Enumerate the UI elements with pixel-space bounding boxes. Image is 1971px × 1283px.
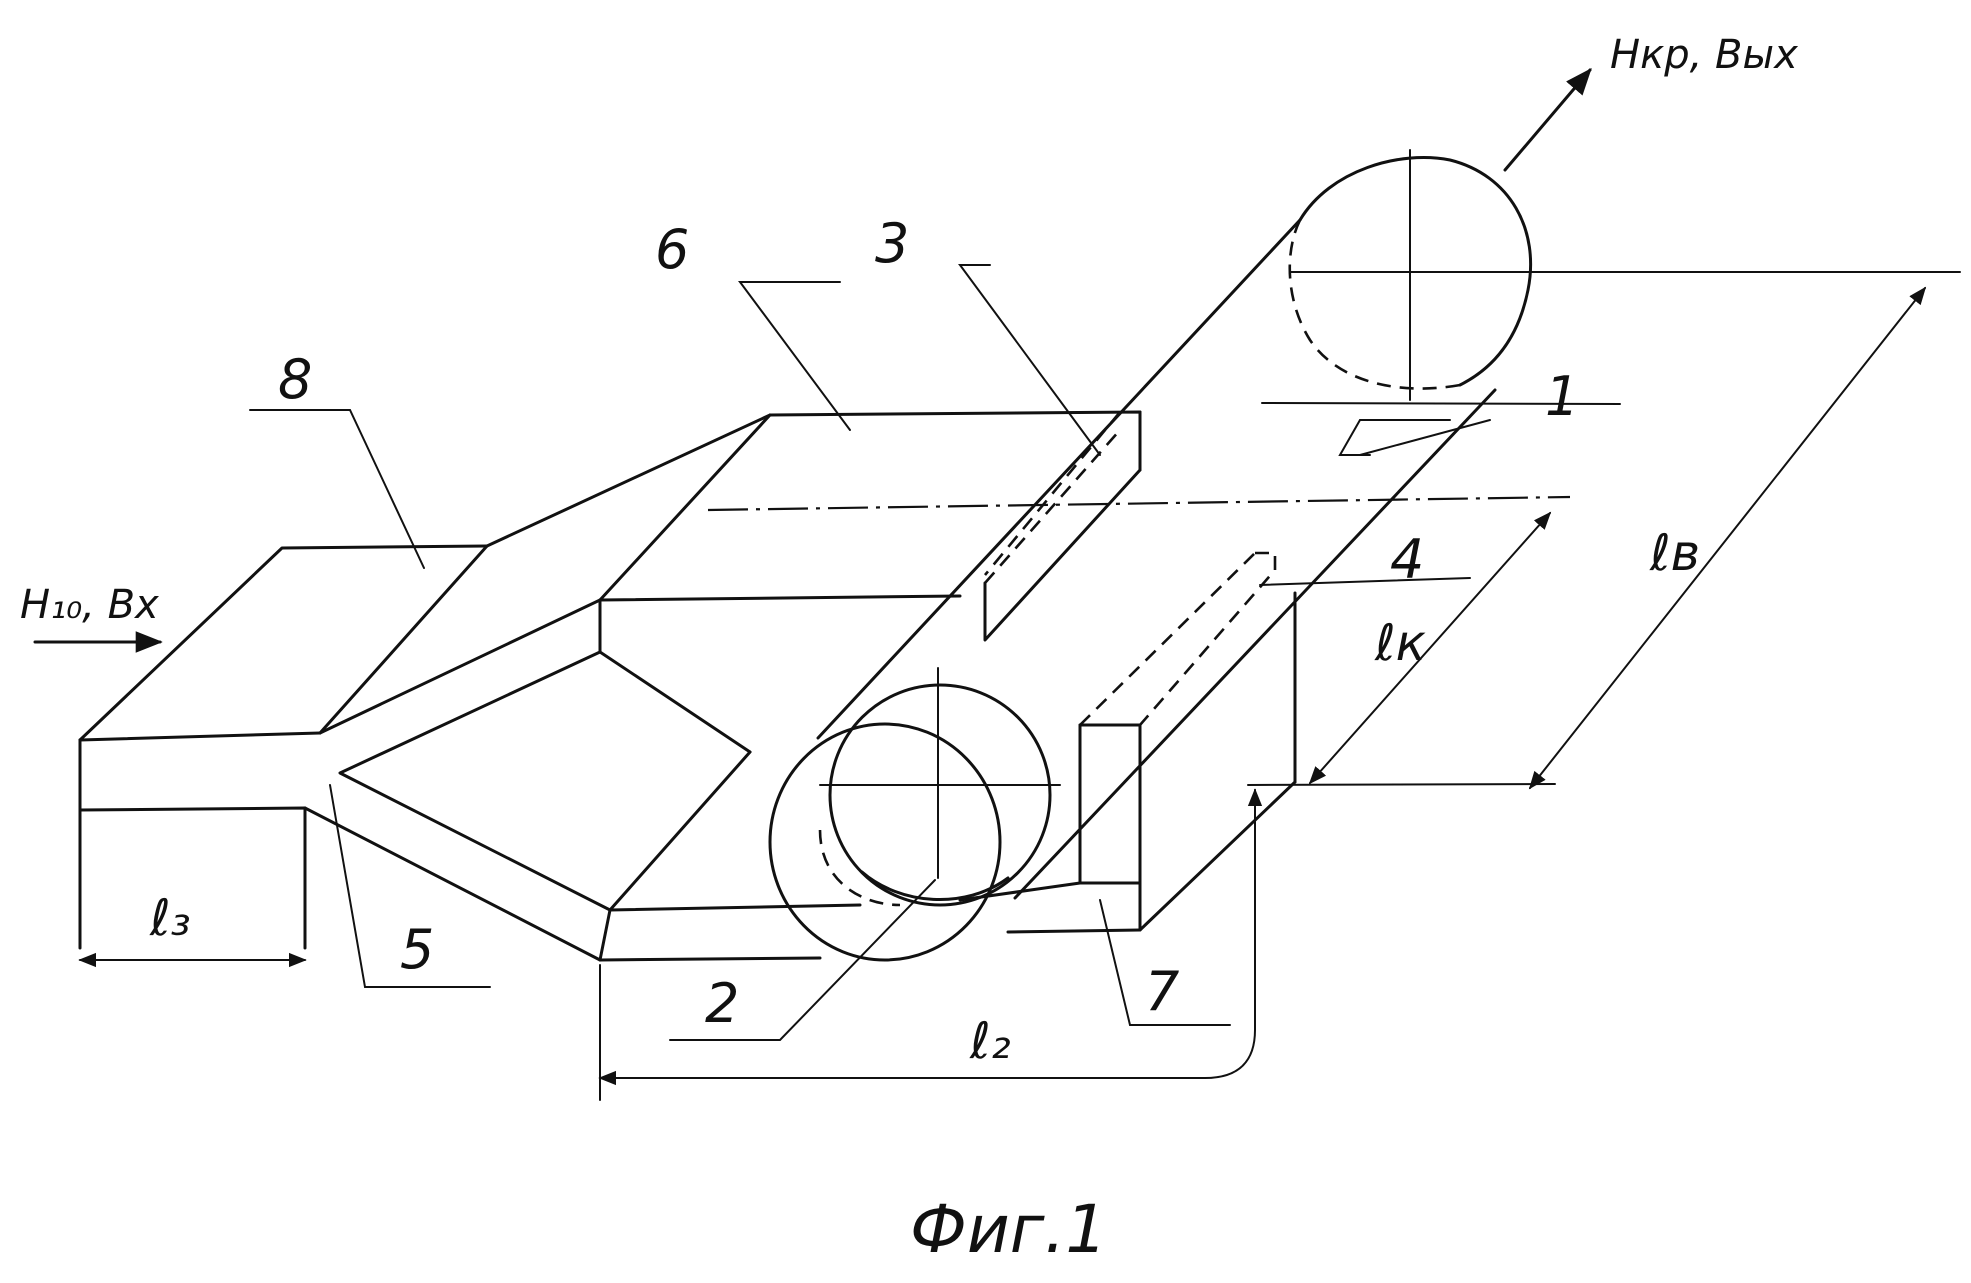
dimension-lB: [1520, 272, 1960, 788]
dimension-lB-label: ℓв: [1649, 524, 1700, 582]
input-port-label: H₁₀, Bx: [20, 582, 159, 628]
output-port-label: Hкр, Вых: [1610, 32, 1798, 78]
dimension-l3-label: ℓ₃: [149, 889, 191, 947]
ridge-block-3: [985, 412, 1140, 640]
tapered-transition-body: [305, 412, 1140, 960]
callout-6: 6: [655, 218, 689, 281]
figure-caption: Фиг.1: [910, 1191, 1107, 1268]
callout-7: 7: [1145, 960, 1179, 1023]
callout-1: 1: [1545, 365, 1579, 428]
callout-2: 2: [705, 972, 739, 1035]
dimension-lk-label: ℓк: [1374, 614, 1426, 672]
callout-5: 5: [400, 918, 434, 981]
dimension-l2: [600, 790, 1255, 1100]
axis-line: [708, 497, 1570, 510]
dimension-l2-label: ℓ₂: [969, 1012, 1011, 1070]
output-arrow: [1505, 70, 1590, 170]
callout-3: 3: [875, 212, 909, 275]
ridge-block-4: [1080, 553, 1295, 930]
callout-8: 8: [278, 348, 312, 411]
callout-4: 4: [1390, 528, 1424, 591]
